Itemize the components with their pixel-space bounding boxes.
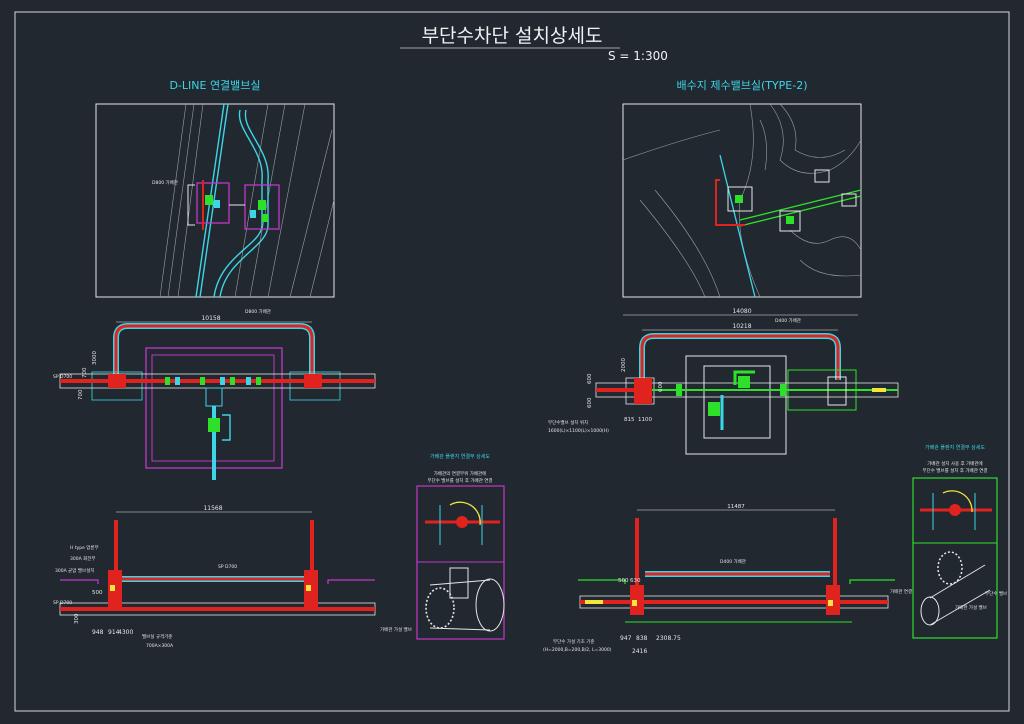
left-plan-label: D800 가배관 bbox=[152, 179, 178, 186]
right-dim-top: 14080 bbox=[732, 308, 751, 315]
right-section: 11487 D400 가배관 500 630 947 838 2308.75 2… bbox=[543, 504, 895, 655]
right-site-plan bbox=[622, 103, 862, 298]
left-heading: D-LINE 연결밸브실 bbox=[169, 79, 260, 92]
left-plan-valve-box-1 bbox=[196, 182, 230, 224]
right-dim-v3: 600 bbox=[587, 397, 593, 408]
right-dim-b2: 630 bbox=[630, 578, 641, 584]
left-dim-b1: 500 bbox=[92, 590, 103, 596]
left-section: 11568 SP D700 H type 압륜부 300A 회전부 300A 균… bbox=[53, 505, 376, 649]
left-detail-title: 가배관 플랜지 연결부 상세도 bbox=[430, 453, 490, 460]
left-note-3: 300A 균압 밸브설치 bbox=[55, 567, 94, 574]
left-pipe-size: SP D700 bbox=[53, 374, 72, 380]
drawing-scale: S = 1:300 bbox=[608, 49, 668, 63]
right-dim-inner: 10218 bbox=[732, 323, 751, 330]
right-detail-desc-2: 부단수 밸브를 설치 후 가배관 연결 bbox=[922, 467, 987, 474]
right-dim-v4: 600 bbox=[658, 381, 664, 392]
left-dim-b2: 300 bbox=[74, 613, 80, 624]
left-dim-section: 11568 bbox=[203, 505, 222, 512]
left-bottom-note-2: 700A×300A bbox=[146, 643, 174, 649]
right-detail-label-3: 가배관 가설 밸브 bbox=[955, 604, 987, 611]
left-dim-h3: 700 bbox=[78, 389, 84, 400]
right-detail-label-2: 부단수 밸브 bbox=[985, 590, 1007, 597]
left-dim-bottom-2: 914 bbox=[108, 629, 120, 636]
right-note-1: 부단수밸브 설치 위치 bbox=[548, 419, 588, 426]
right-dim-bottom-1: 947 bbox=[620, 635, 632, 642]
right-pipe-plan: 14080 10218 D400 가배관 2000 600 600 600 81… bbox=[548, 308, 899, 455]
right-bottom-note-1: 부단수 가설 기초 기준 bbox=[553, 638, 595, 645]
right-dim-b1: 500 bbox=[618, 578, 629, 584]
left-dim-bottom-1: 948 bbox=[92, 629, 104, 636]
right-dim-v2: 600 bbox=[587, 373, 593, 384]
left-section-pipe-label: SP D700 bbox=[218, 564, 237, 570]
left-bottom-note-1: 밸브실 규격기준 bbox=[142, 633, 172, 640]
left-dim-h2: 700 bbox=[82, 367, 88, 378]
right-plan-frame bbox=[622, 103, 862, 298]
left-dim-bottom-3: 4300 bbox=[118, 629, 133, 636]
left-detail-desc-2: 부단수 밸브를 설치 후 가배관 연결 bbox=[427, 477, 492, 484]
right-dim-bottom-3: 2308.75 bbox=[656, 635, 681, 642]
right-pipe-label: D400 가배관 bbox=[775, 317, 801, 324]
right-heading: 배수지 제수밸브실(TYPE-2) bbox=[676, 79, 807, 92]
left-note-2: 300A 회전부 bbox=[70, 555, 96, 562]
left-pipe-plan: 10158 D800 가배관 3000 700 700 SP D700 bbox=[53, 308, 376, 480]
right-detail-title: 가배관 플랜지 연결부 상세도 bbox=[925, 444, 985, 451]
left-pipe-label: D800 가배관 bbox=[245, 308, 271, 315]
left-detail-label: 가배관 가설 밸브 bbox=[380, 626, 412, 633]
left-detail: 가배관 플랜지 연결부 상세도 가배관의 연결부위 가배관에 부단수 밸브를 설… bbox=[380, 453, 505, 640]
right-detail-label-1: 가배관 연결 bbox=[890, 588, 912, 595]
drawing-title: 부단수차단 설치상세도 bbox=[422, 25, 603, 47]
right-dim-small-2: 1100 bbox=[638, 417, 652, 423]
sheet-border bbox=[14, 11, 1010, 712]
right-dim-bottom-2: 838 bbox=[636, 635, 648, 642]
left-site-plan: D800 가배관 bbox=[95, 103, 335, 298]
left-note-1: H type 압륜부 bbox=[70, 544, 99, 551]
right-detail-desc-1: 가배관 설치 사용 후 가배관에 bbox=[927, 460, 982, 467]
left-detail-desc-1: 가배관의 연결부위 가배관에 bbox=[434, 470, 487, 477]
right-dim-small-1: 815 bbox=[624, 417, 635, 423]
right-detail: 가배관 플랜지 연결부 상세도 가배관 설치 사용 후 가배관에 부단수 밸브를… bbox=[890, 444, 1007, 639]
right-dim-v1: 2000 bbox=[621, 358, 627, 372]
right-section-pipe-label: D400 가배관 bbox=[720, 558, 746, 565]
left-section-pipe-size: SP D700 bbox=[53, 600, 72, 606]
right-note-2: 1600(L)×1100(L)×1000(H) bbox=[548, 428, 609, 434]
left-dim-top: 10158 bbox=[201, 315, 220, 322]
left-dim-h1: 3000 bbox=[92, 351, 98, 365]
left-plan-valve-box-2 bbox=[244, 184, 280, 230]
right-bottom-note-2: (H=2000,B=200,B/2, L=3000) bbox=[543, 647, 612, 653]
right-dim-section: 11487 bbox=[727, 504, 745, 510]
right-detail-frame bbox=[912, 477, 998, 639]
right-dim-total: 2416 bbox=[632, 648, 647, 655]
